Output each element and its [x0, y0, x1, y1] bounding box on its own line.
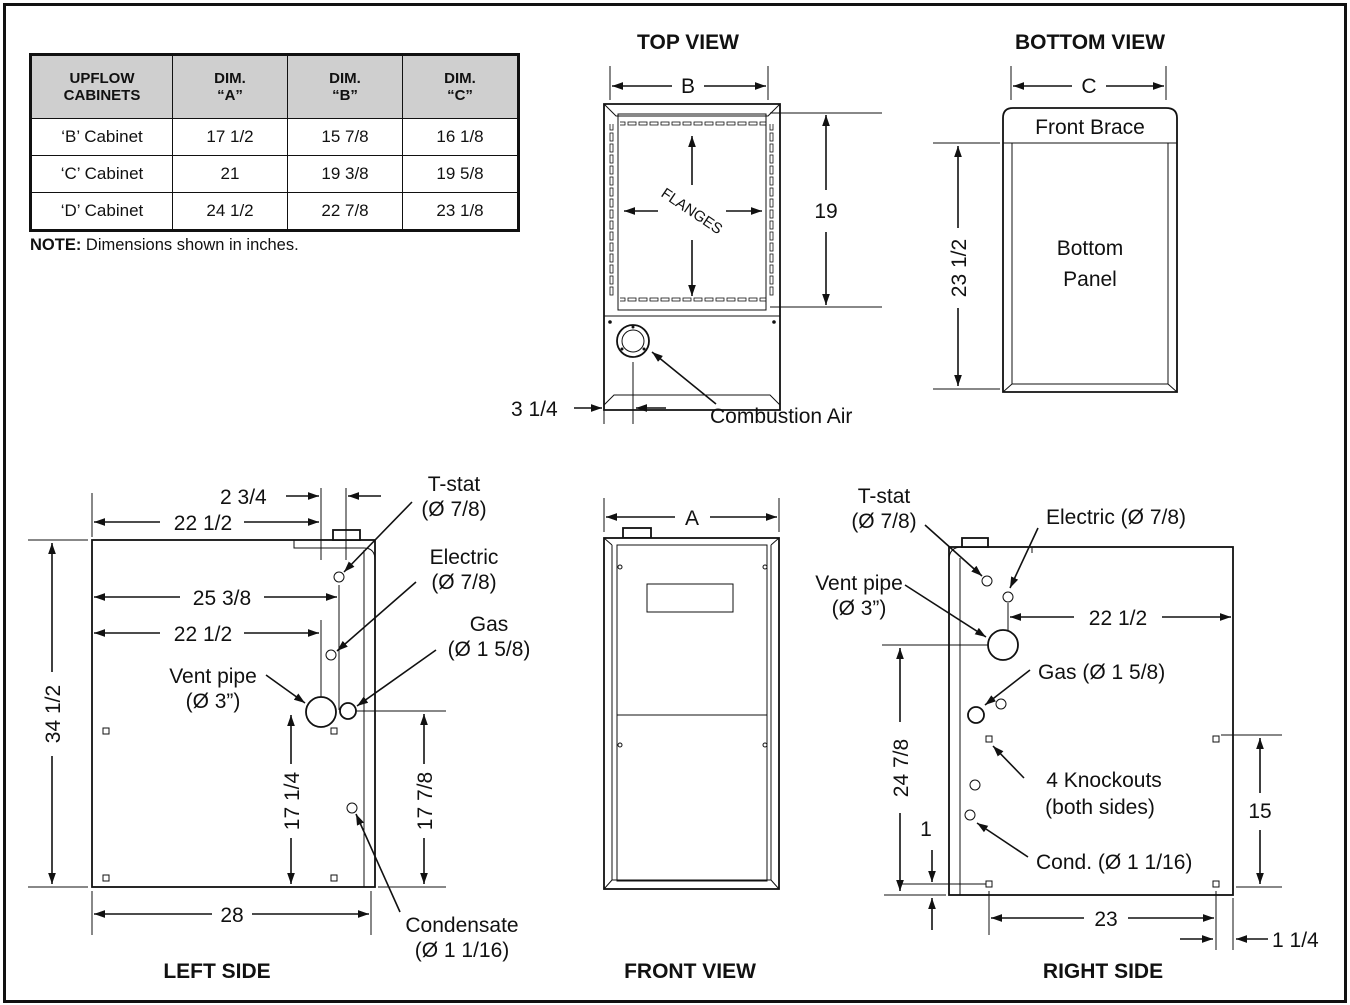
right-side-view: RIGHT SIDE T-stat (Ø 7/8) Electric (Ø 7/… [815, 485, 1319, 983]
right-tstat-hole [981, 575, 993, 587]
table-row: ‘D’ Cabinet 24 1/2 22 7/8 23 1/8 [30, 192, 519, 231]
left-vent-label-2: (Ø 3”) [186, 690, 241, 713]
dim-23-1-2-label: 23 1/2 [948, 239, 971, 297]
table-cell: 19 3/8 [287, 155, 403, 193]
right-gas-label: Gas (Ø 1 5/8) [1038, 661, 1165, 684]
bottom-panel-label-1: Bottom [1057, 237, 1124, 260]
table-cell: 21 [172, 155, 288, 193]
dim-19-label: 19 [814, 200, 837, 223]
condensate-label-1: Condensate [405, 914, 518, 937]
table-cell: 19 5/8 [402, 155, 519, 193]
dim-28-label: 28 [220, 904, 243, 927]
table-cell: 22 7/8 [287, 192, 403, 231]
left-gas-label-1: Gas [470, 613, 509, 636]
header-text: DIM.“A” [214, 70, 246, 104]
top-view: TOP VIEW B FLANGES 19 [511, 31, 882, 428]
dim-22-1-2-top-label: 22 1/2 [174, 512, 232, 535]
dim-24-7-8-label: 24 7/8 [890, 739, 913, 797]
right-vent-label-1: Vent pipe [815, 572, 903, 595]
condensate-hole [346, 802, 358, 814]
header-dim-c: DIM.“C” [402, 54, 519, 119]
right-vent-label-2: (Ø 3”) [832, 597, 887, 620]
dim-22-1-2-right-label: 22 1/2 [1089, 607, 1147, 630]
dim-17-7-8-label: 17 7/8 [414, 772, 437, 830]
knockouts-label-1: 4 Knockouts [1046, 769, 1162, 792]
note-text: Dimensions shown in inches. [81, 236, 299, 254]
bottom-view-title: BOTTOM VIEW [1015, 31, 1165, 54]
left-electric-label-1: Electric [430, 546, 499, 569]
condensate-label-2: (Ø 1 1/16) [415, 939, 510, 962]
table-cell: 24 1/2 [172, 192, 288, 231]
header-dim-b: DIM.“B” [287, 54, 403, 119]
right-tstat-label-1: T-stat [858, 485, 911, 508]
header-text: DIM.“C” [444, 70, 476, 104]
drawing-frame [3, 3, 1347, 1003]
dim-c-label: C [1081, 75, 1096, 98]
dim-1-label: 1 [920, 818, 932, 841]
dim-25-3-8-label: 25 3/8 [193, 587, 251, 610]
right-side-cabinet [948, 546, 1234, 896]
gas-hole [339, 702, 357, 720]
dim-15-label: 15 [1248, 800, 1271, 823]
header-dim-a: DIM.“A” [172, 54, 288, 119]
bottom-cabinet [1002, 107, 1178, 393]
sight-window [646, 583, 734, 613]
dim-a-label: A [685, 507, 699, 530]
dim-2-3-4-label: 2 3/4 [220, 486, 267, 509]
right-vent-pipe-hole [987, 629, 1019, 661]
right-electric-hole [1002, 591, 1014, 603]
left-tstat-label-2: (Ø 7/8) [421, 498, 486, 521]
front-view-title: FRONT VIEW [624, 960, 756, 983]
note-label: NOTE: [30, 236, 82, 254]
table-row: ‘B’ Cabinet 17 1/2 15 7/8 16 1/8 [30, 118, 519, 156]
left-tstat-label-1: T-stat [428, 473, 481, 496]
table-cell: ‘B’ Cabinet [30, 118, 173, 156]
header-text: DIM.“B” [329, 70, 361, 104]
electric-hole [325, 649, 337, 661]
dim-b-label: B [681, 75, 695, 98]
dim-34-1-2-label: 34 1/2 [42, 685, 65, 743]
front-view: FRONT VIEW A [603, 498, 780, 983]
left-electric-label-2: (Ø 7/8) [431, 571, 496, 594]
front-brace-label: Front Brace [1035, 116, 1145, 139]
knockouts-label-2: (both sides) [1045, 796, 1155, 819]
right-electric-label: Electric (Ø 7/8) [1046, 506, 1186, 529]
left-side-title: LEFT SIDE [163, 960, 270, 983]
right-gas-hole [967, 706, 985, 724]
dim-23-label: 23 [1094, 908, 1117, 931]
tstat-hole [333, 571, 345, 583]
right-tstat-label-2: (Ø 7/8) [851, 510, 916, 533]
table-cell: 15 7/8 [287, 118, 403, 156]
dim-17-1-4-label: 17 1/4 [281, 771, 304, 830]
right-side-title: RIGHT SIDE [1043, 960, 1163, 983]
combustion-air-label: Combustion Air [710, 405, 852, 428]
left-gas-label-2: (Ø 1 5/8) [448, 638, 531, 661]
table-cell: ‘D’ Cabinet [30, 192, 173, 231]
bottom-view: BOTTOM VIEW C Front Brace Bottom Panel 2… [933, 31, 1178, 393]
left-vent-label-1: Vent pipe [169, 665, 257, 688]
lower-door [616, 714, 768, 882]
dim-1-1-4-label: 1 1/4 [1272, 929, 1319, 952]
right-cond-hole [964, 809, 976, 821]
right-cond-label: Cond. (Ø 1 1/16) [1036, 851, 1192, 874]
left-side-view: LEFT SIDE 2 3/4 22 1/2 25 3/8 22 1/2 [28, 473, 530, 983]
vent-pipe-hole [305, 696, 337, 728]
front-cabinet [603, 537, 780, 890]
top-view-title: TOP VIEW [637, 31, 739, 54]
bottom-panel-label-2: Panel [1063, 268, 1117, 291]
dim-3-1-4-label: 3 1/4 [511, 398, 558, 421]
dim-22-1-2-mid-label: 22 1/2 [174, 623, 232, 646]
table-cell: 23 1/8 [402, 192, 519, 231]
note: NOTE: Dimensions shown in inches. [30, 236, 299, 255]
